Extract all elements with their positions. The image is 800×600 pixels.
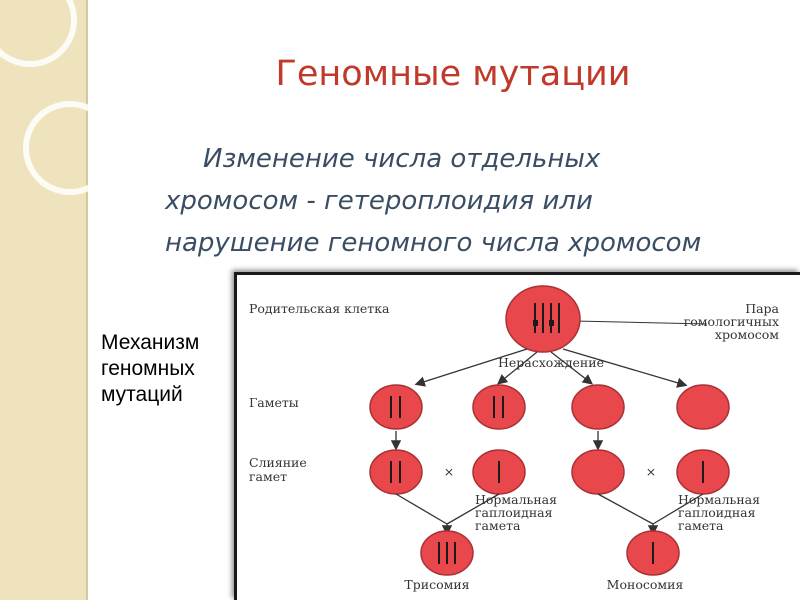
row-label-parent-cell: Родительская клетка	[249, 301, 390, 316]
slide-title: Геномные мутации	[275, 54, 631, 94]
mechanism-label: Механизм геномных мутаций	[101, 330, 236, 408]
gamete-cell-disomic	[472, 384, 526, 430]
pair-label-line-1: Пара	[745, 301, 779, 316]
normal-gamete-label-right-1: Нормальная	[678, 492, 760, 507]
decorative-circles	[0, 0, 90, 195]
pair-label-line-2: гомологичных	[684, 314, 779, 329]
fusion-cell-empty	[571, 449, 625, 495]
normal-gamete-label-right-3: гамета	[678, 518, 724, 533]
gamete-cell-disomic	[369, 384, 423, 430]
gamete-cell-empty	[571, 384, 625, 430]
side-divider	[86, 0, 88, 600]
trisomy-label: Трисомия	[404, 577, 469, 592]
monosomy-label: Моносомия	[607, 577, 684, 592]
pair-label-line-3: хромосом	[715, 327, 779, 342]
cross-symbol-left: ×	[444, 464, 454, 479]
centromere-marker	[533, 320, 538, 326]
genomic-mutation-diagram: Родительская клетка Гаметы Слияние гамет…	[249, 285, 780, 592]
side-decoration-band	[0, 0, 86, 600]
pair-pointer-line	[574, 320, 708, 325]
gamete-cell-empty	[676, 384, 730, 430]
zygote-connectors	[395, 493, 704, 536]
row-label-fusion-2: гамет	[249, 469, 287, 484]
nondisjunction-label: Нерасхождение	[498, 355, 604, 370]
cross-symbol-right: ×	[646, 464, 656, 479]
subtitle-line-1: Изменение числа отдельных	[203, 144, 601, 174]
normal-gamete-label-left-2: гаплоидная	[475, 505, 553, 520]
fusion-cell-disomic	[369, 449, 423, 495]
subtitle-line-3: нарушение геномного числа хромосом	[165, 228, 702, 258]
division-arrows	[414, 348, 688, 388]
parent-chromosomes	[534, 303, 560, 333]
normal-gamete-label-left-3: гамета	[475, 518, 521, 533]
centromere-marker	[549, 320, 554, 326]
mechanism-label-line-3: мутаций	[101, 383, 183, 406]
row-label-fusion-1: Слияние	[249, 455, 307, 470]
row-label-gametes: Гаметы	[249, 395, 299, 410]
mechanism-label-line-2: геномных	[101, 357, 195, 380]
subtitle-line-2: хромосом - гетероплоидия или	[165, 186, 593, 216]
slide-subtitle: Изменение числа отдельных хромосом - гет…	[165, 138, 785, 264]
mechanism-label-line-1: Механизм	[101, 331, 200, 354]
normal-gamete-label-right-2: гаплоидная	[678, 505, 756, 520]
